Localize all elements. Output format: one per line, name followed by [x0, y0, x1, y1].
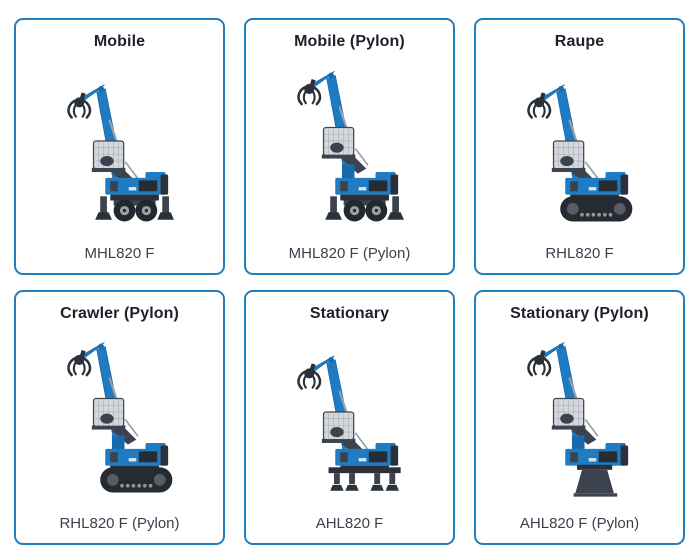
material-handler-wheeled-pylon-icon — [252, 51, 447, 246]
card-crawler-pylon[interactable]: Crawler (Pylon) — [14, 290, 225, 545]
card-model-label: AHL820 F — [315, 514, 384, 532]
material-handler-stationary-icon — [252, 323, 447, 516]
card-title: Raupe — [554, 33, 605, 50]
material-handler-wheeled-icon — [22, 51, 217, 246]
card-title: Stationary — [309, 305, 390, 322]
card-model-label: MHL820 F — [84, 244, 155, 262]
card-raupe[interactable]: Raupe — [474, 18, 685, 275]
material-handler-stationary-pylon-icon — [482, 323, 677, 516]
card-title: Mobile — [93, 33, 146, 50]
card-stationary-pylon[interactable]: Stationary (Pylon) — [474, 290, 685, 545]
card-mobile-pylon[interactable]: Mobile (Pylon) — [244, 18, 455, 275]
card-title: Stationary (Pylon) — [510, 305, 649, 322]
material-handler-crawler-icon — [482, 51, 677, 246]
material-handler-crawler-pylon-icon — [22, 323, 217, 516]
card-title: Mobile (Pylon) — [294, 33, 405, 50]
card-model-label: AHL820 F (Pylon) — [519, 514, 640, 532]
card-stationary[interactable]: Stationary — [244, 290, 455, 545]
card-model-label: RHL820 F — [545, 244, 614, 262]
card-title: Crawler (Pylon) — [60, 305, 179, 322]
card-model-label: RHL820 F (Pylon) — [59, 514, 180, 532]
card-model-label: MHL820 F (Pylon) — [288, 244, 411, 262]
card-mobile[interactable]: Mobile — [14, 18, 225, 275]
product-variant-grid: Mobile — [14, 18, 685, 545]
